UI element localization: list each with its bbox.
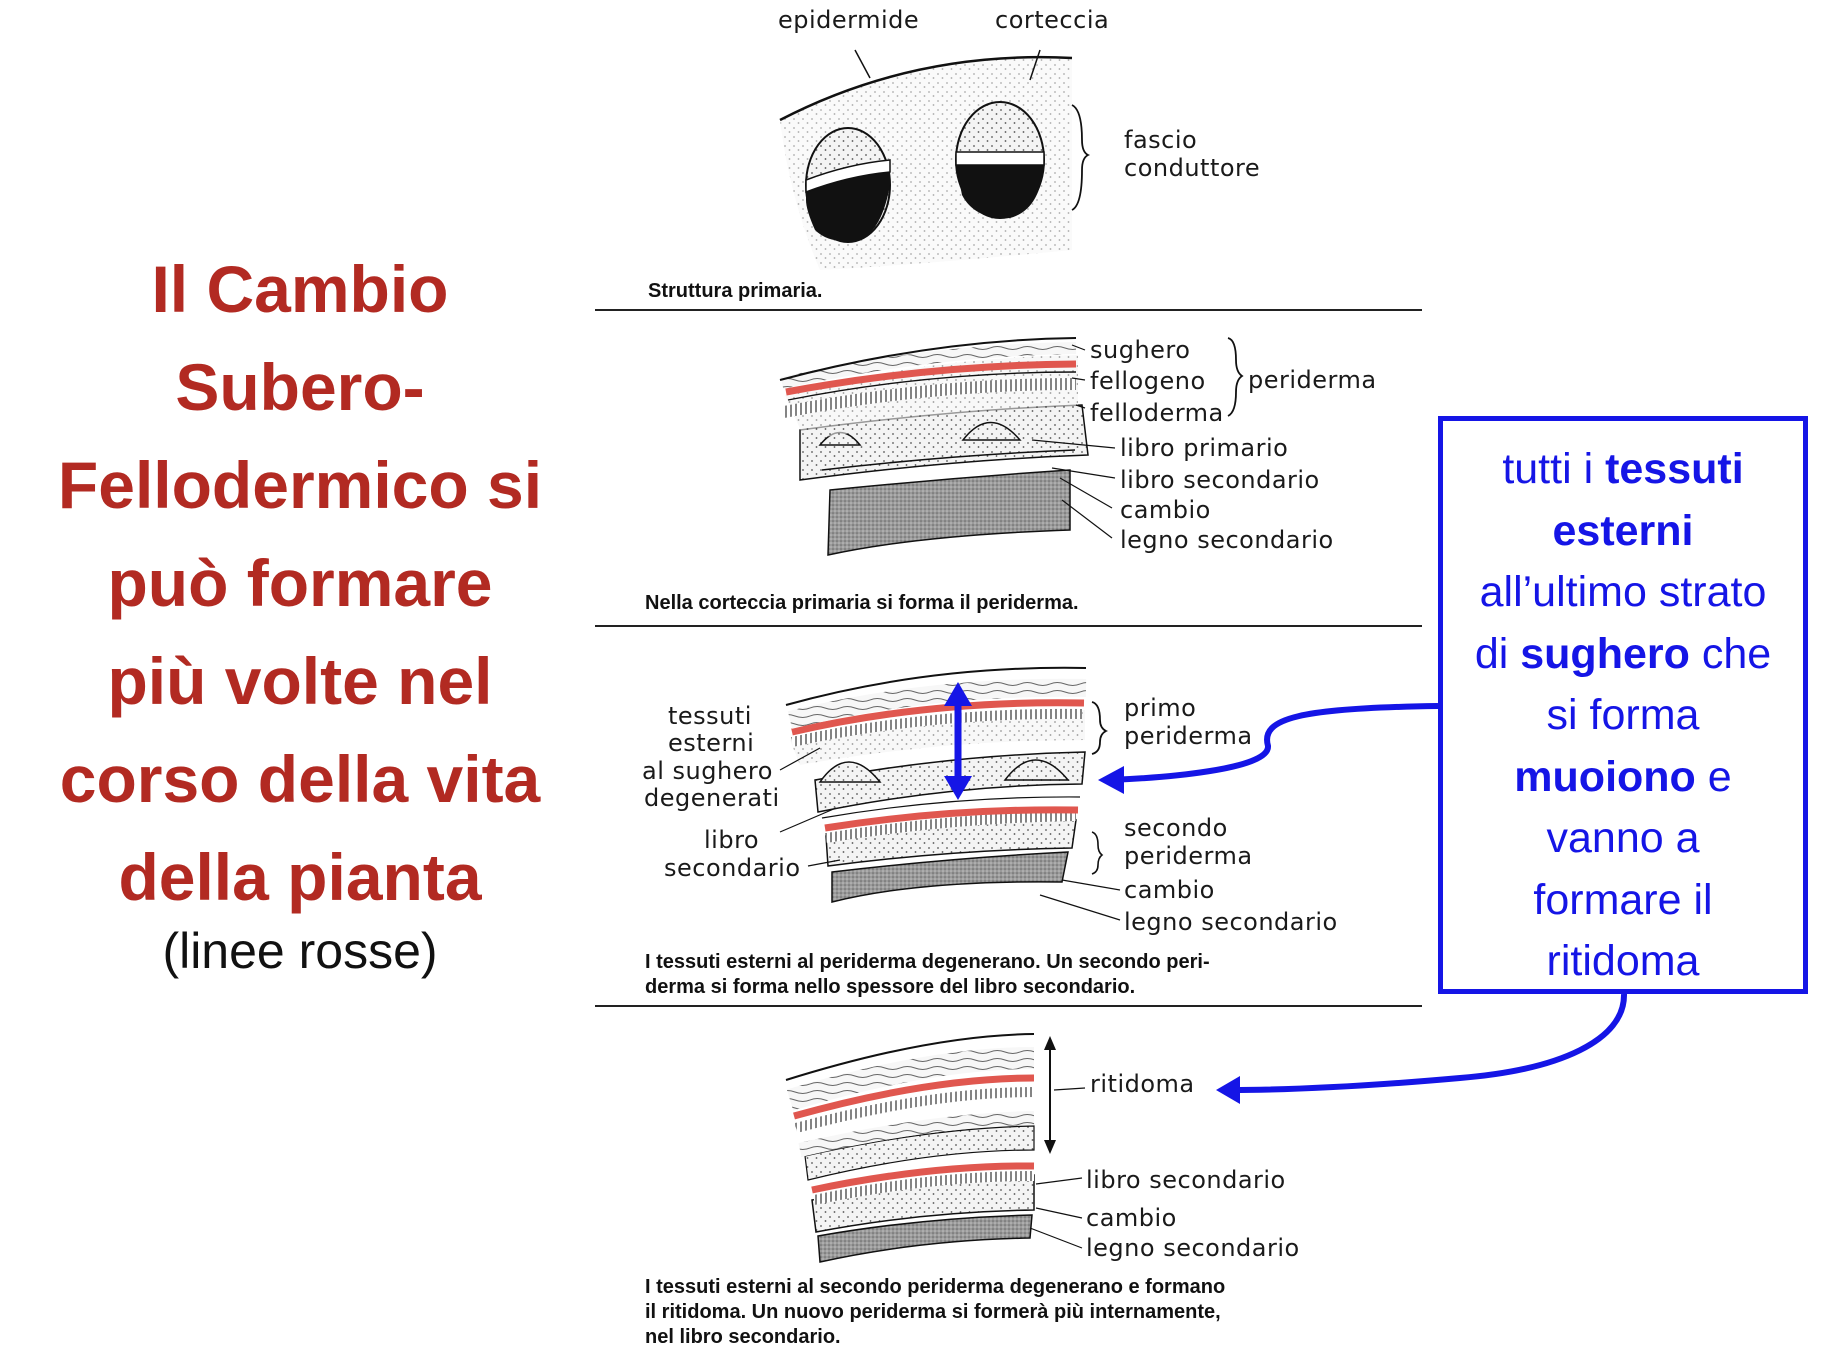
callout-text: tutti i tessuti esterni all’ultimo strat… (1443, 439, 1803, 993)
label-conduttore: conduttore (1124, 154, 1260, 182)
label-secondo: secondo (1124, 814, 1228, 842)
callout-box: tutti i tessuti esterni all’ultimo strat… (1438, 416, 1808, 994)
title-line: della pianta (118, 840, 482, 914)
title-line: Subero- (175, 350, 425, 424)
label-ritidoma: ritidoma (1090, 1070, 1195, 1098)
label-epidermide: epidermide (778, 6, 919, 34)
panel-second-periderm: tessuti esterni al sughero degenerati li… (642, 666, 1338, 998)
caption-panel1: Struttura primaria. (648, 280, 822, 302)
callout-line: muoiono e (1514, 752, 1732, 801)
label-sughero: sughero (1090, 336, 1190, 364)
periderm-red-line (791, 699, 1085, 736)
label-cambio: cambio (1086, 1204, 1177, 1232)
title-line: può formare (107, 546, 493, 620)
label-felloderma: felloderma (1090, 399, 1224, 427)
caption-panel2: Nella corteccia primaria si forma il per… (645, 592, 1079, 614)
label-fellogeno: fellogeno (1090, 367, 1206, 395)
title-line: Il Cambio (151, 252, 449, 326)
periderm-red-line (811, 1162, 1035, 1194)
periderm-red-line (793, 1074, 1035, 1120)
slide-title: Il Cambio Subero- Fellodermico si può fo… (20, 240, 580, 926)
caption-panel3-line1: I tessuti esterni al periderma degeneran… (645, 951, 1210, 973)
label-legno-secondario: legno secondario (1120, 526, 1334, 554)
blue-arrowhead (1216, 1076, 1240, 1104)
label-cambio: cambio (1124, 876, 1215, 904)
caption-panel4-line3: nel libro secondario. (645, 1326, 841, 1348)
title-line: corso della vita (59, 742, 541, 816)
blue-arrowhead (1098, 766, 1124, 794)
callout-line: ritidoma (1546, 937, 1700, 985)
blue-connector-arrow (1229, 993, 1628, 1093)
label-al-sughero: al sughero (642, 757, 773, 785)
label-tessuti: tessuti (668, 702, 752, 730)
blue-connector-arrow (1109, 703, 1439, 783)
label-periderma: periderma (1248, 366, 1377, 394)
label-secondo-periderma: periderma (1124, 842, 1253, 870)
label-degenerati: degenerati (644, 784, 780, 812)
callout-line: formare il (1533, 875, 1713, 924)
label-fascio: fascio (1124, 126, 1197, 154)
periderm-red-line (785, 360, 1077, 396)
title-line: più volte nel (107, 644, 493, 718)
label-libro: libro (704, 826, 759, 854)
callout-line: vanno a (1546, 814, 1700, 862)
vascular-bundle (805, 127, 891, 243)
callout-line: tutti i tessuti (1502, 445, 1744, 493)
callout-line: esterni (1552, 506, 1694, 555)
label-legno-secondario: legno secondario (1124, 908, 1338, 936)
label-primo: primo (1124, 694, 1196, 722)
label-cambio: cambio (1120, 496, 1211, 524)
periderm-red-line (824, 806, 1079, 832)
callout-line: di sughero che (1474, 629, 1772, 678)
label-corteccia: corteccia (995, 6, 1109, 34)
label-legno-secondario: legno secondario (1086, 1234, 1300, 1262)
label-primo-periderma: periderma (1124, 722, 1253, 750)
callout-line: all’ultimo strato (1479, 568, 1767, 616)
label-libro-secondario: libro secondario (1120, 466, 1320, 494)
label-libro-primario: libro primario (1120, 434, 1288, 462)
panel-first-periderm: sughero fellogeno felloderma periderma l… (645, 336, 1377, 614)
panel-primary-structure: epidermide corteccia fascio conduttore S… (648, 6, 1260, 302)
title-line: Fellodermico si (57, 448, 543, 522)
label-esterni: esterni (668, 729, 754, 757)
vascular-bundle (955, 101, 1045, 219)
caption-panel4-line1: I tessuti esterni al secondo periderma d… (645, 1276, 1225, 1298)
slide-subtitle: (linee rosse) (162, 923, 438, 979)
callout-line: si forma (1546, 691, 1700, 739)
caption-panel3-line2: derma si forma nello spessore del libro … (645, 976, 1135, 998)
label-libro-secondario: libro secondario (1086, 1166, 1286, 1194)
caption-panel4-line2: il ritidoma. Un nuovo periderma si forme… (645, 1301, 1221, 1323)
epidermis-arc (779, 55, 1073, 122)
panel-ritidoma: ritidoma libro secondario cambio legno s… (645, 1033, 1300, 1348)
label-secondario: secondario (664, 854, 801, 882)
